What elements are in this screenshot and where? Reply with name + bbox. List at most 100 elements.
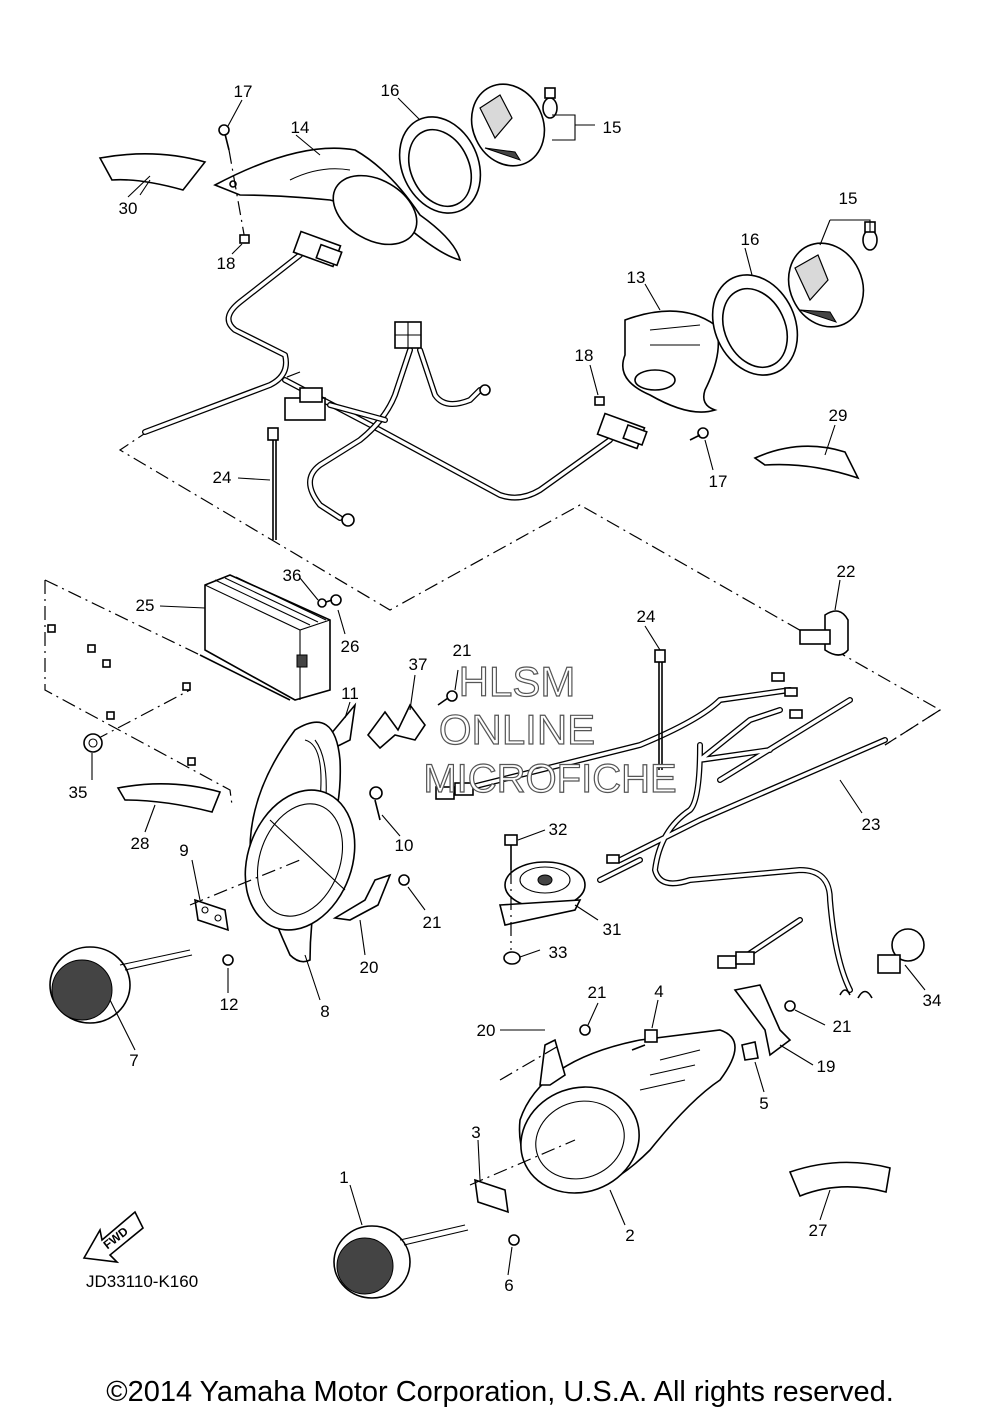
bracket-37 — [366, 703, 426, 750]
callout-31: 31 — [603, 920, 622, 939]
callout-3: 3 — [471, 1123, 480, 1142]
screw-21-a — [437, 690, 458, 706]
left-panel-outline — [44, 579, 233, 806]
upper-harness-connectors — [284, 230, 648, 527]
fwd-arrow-icon: FWD — [82, 1210, 145, 1264]
callout-24: 24 — [213, 468, 232, 487]
callout-17: 17 — [234, 82, 253, 101]
callout-6: 6 — [504, 1276, 513, 1295]
callout-13: 13 — [627, 268, 646, 287]
cover-13 — [622, 310, 720, 413]
bezel-16-upper — [398, 116, 482, 214]
callout-9: 9 — [179, 841, 188, 860]
lower-wire-harness — [435, 672, 888, 999]
callout-18: 18 — [217, 254, 236, 273]
housing-2 — [518, 1029, 736, 1194]
callout-33: 33 — [549, 943, 568, 962]
callout-22: 22 — [837, 562, 856, 581]
copyright-notice: ©2014 Yamaha Motor Corporation, U.S.A. A… — [106, 1376, 894, 1408]
callout-28: 28 — [131, 834, 150, 853]
bolt-32 — [504, 834, 518, 950]
callout-17: 17 — [709, 472, 728, 491]
callout-11: 11 — [341, 684, 359, 703]
cable-tie-24-upper — [267, 427, 279, 540]
callout-34: 34 — [923, 991, 942, 1010]
washer-36 — [317, 598, 327, 608]
diagram-code: JD33110-K160 — [86, 1272, 198, 1291]
bezel-16-lower — [711, 274, 799, 376]
callout-4: 4 — [654, 982, 663, 1001]
callout-16: 16 — [741, 230, 760, 249]
callout-10: 10 — [395, 836, 414, 855]
lamp-unit-15-upper — [470, 83, 558, 167]
callout-20: 20 — [477, 1021, 496, 1040]
screw-21-d — [784, 1000, 796, 1012]
watermark-line3: MICROFICHE — [423, 757, 676, 801]
decal-29 — [753, 445, 860, 480]
bracket-9 — [194, 898, 229, 932]
bracket-19 — [733, 984, 792, 1057]
bracket-20-left — [332, 873, 392, 921]
cover-14 — [213, 147, 462, 262]
callout-12: 12 — [220, 995, 239, 1014]
nut-33 — [503, 951, 521, 965]
callout-30: 30 — [119, 199, 138, 218]
screw-4 — [631, 1029, 658, 1051]
callout-21: 21 — [833, 1017, 852, 1036]
screw-21-b — [398, 874, 410, 886]
nut-18-upper — [239, 234, 250, 244]
callout-29: 29 — [829, 406, 848, 425]
callout-21: 21 — [423, 913, 442, 932]
screw-26 — [325, 594, 342, 606]
callout-20: 20 — [360, 958, 379, 977]
watermark-line1: HLSM — [459, 658, 576, 705]
callout-27: 27 — [809, 1221, 828, 1240]
decal-30 — [98, 153, 207, 191]
callout-14: 14 — [291, 118, 310, 137]
screw-17-lower — [689, 427, 709, 441]
bracket-3 — [474, 1178, 509, 1214]
callout-5: 5 — [759, 1094, 768, 1113]
amplifier-25 — [199, 574, 331, 701]
callout-1: 1 — [339, 1168, 348, 1187]
lamp-unit-15-lower — [787, 221, 878, 328]
callout-16: 16 — [381, 81, 400, 100]
watermark-line2: ONLINE — [439, 706, 595, 753]
callout-23: 23 — [862, 815, 881, 834]
bracket-20-right — [539, 1038, 566, 1086]
callout-21: 21 — [453, 641, 472, 660]
callout-15: 15 — [603, 118, 622, 137]
nut-35 — [83, 733, 103, 753]
callout-37: 37 — [409, 655, 428, 674]
horn-31 — [498, 861, 586, 926]
decal-27 — [788, 1161, 891, 1198]
leader-lines — [91, 97, 926, 1276]
callout-25: 25 — [136, 596, 155, 615]
screw-12 — [222, 954, 234, 966]
fog-lamp-1 — [333, 1224, 469, 1299]
screw-6 — [508, 1234, 520, 1246]
callout-2: 2 — [625, 1226, 634, 1245]
callout-24: 24 — [637, 607, 656, 626]
switch-34 — [877, 928, 925, 974]
screw-21-c — [579, 1024, 591, 1036]
callout-7: 7 — [129, 1051, 138, 1070]
callout-19: 19 — [817, 1057, 836, 1076]
callout-15: 15 — [839, 189, 858, 208]
lower-harness-outline — [884, 709, 941, 746]
watermark: HLSM ONLINE MICROFICHE — [423, 657, 678, 801]
cable-tie-24-lower — [654, 649, 666, 770]
callout-labels: 17 16 14 15 30 18 15 16 13 18 29 17 24 3… — [69, 81, 942, 1295]
upper-wire-harness — [142, 252, 613, 521]
housing-8 — [244, 721, 356, 963]
fog-lamp-7 — [49, 946, 193, 1024]
decal-28 — [116, 783, 222, 813]
nut-18-lower — [594, 396, 605, 406]
callout-21: 21 — [588, 983, 607, 1002]
callout-26: 26 — [341, 637, 360, 656]
callout-36: 36 — [283, 566, 302, 585]
screw-10 — [369, 786, 383, 821]
socket-22 — [799, 610, 849, 656]
callout-18: 18 — [575, 346, 594, 365]
